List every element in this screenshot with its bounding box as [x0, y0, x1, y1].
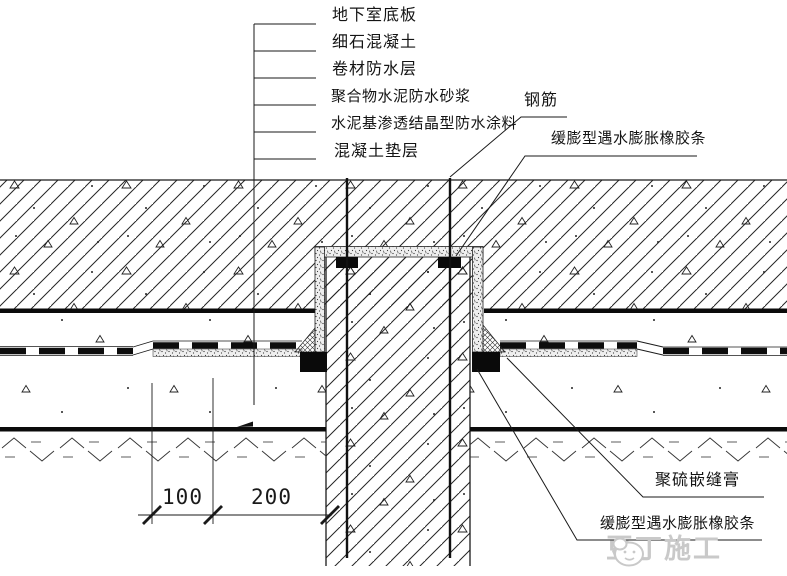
label-swelling-strip-bottom: 缓膨型遇水膨胀橡胶条	[600, 514, 756, 532]
fine-stone-concrete-layer	[0, 314, 787, 345]
label-concrete-cushion: 混凝土垫层	[334, 141, 420, 160]
label-membrane-waterproof: 卷材防水层	[332, 59, 418, 78]
slab-bottom-edge-right	[484, 308, 787, 313]
label-basement-slab: 地下室底板	[332, 5, 418, 24]
sealant-block-right	[472, 352, 500, 372]
label-sealant: 聚硫嵌缝膏	[655, 470, 741, 489]
dim-100: 100	[162, 485, 203, 509]
dim-200: 200	[251, 485, 292, 509]
dim-tick	[142, 505, 162, 525]
annotation-leaders	[449, 116, 764, 541]
cushion-arrowhead	[237, 421, 253, 427]
swelling-strip-top-leader	[455, 155, 697, 257]
basement-slab-section	[0, 179, 787, 313]
concrete-cushion-layer	[0, 357, 787, 432]
membrane-waterproofing-layer	[0, 340, 787, 357]
pile-section	[325, 257, 471, 566]
dim-tick	[320, 505, 340, 525]
label-polymer-cement-mortar: 聚合物水泥防水砂浆	[331, 87, 471, 105]
label-swelling-strip-top: 缓膨型遇水膨胀橡胶条	[551, 129, 707, 147]
pile-head-mortar-wrap	[314, 246, 484, 353]
dimension-lines	[138, 378, 340, 525]
cushion-bottom-edge-left	[0, 427, 326, 432]
rebar-leader	[449, 116, 567, 178]
slab-bottom-edge-left	[0, 308, 315, 313]
sealant-block-left	[300, 352, 327, 372]
dim-tick	[203, 505, 223, 525]
layer-label-leader-ladder	[253, 23, 316, 405]
label-crystalline-coating: 水泥基渗透结晶型防水涂料	[331, 114, 518, 132]
sealant-leader	[506, 357, 764, 498]
swelling-strip-bottom-leader	[476, 368, 762, 541]
watermark: 豆丁施工	[606, 527, 722, 567]
watermark-mascot-icon	[612, 537, 644, 567]
label-rebar: 钢筋	[524, 90, 559, 109]
cushion-bottom-edge-right	[470, 427, 787, 432]
label-fine-stone-concrete: 细石混凝土	[332, 32, 418, 51]
